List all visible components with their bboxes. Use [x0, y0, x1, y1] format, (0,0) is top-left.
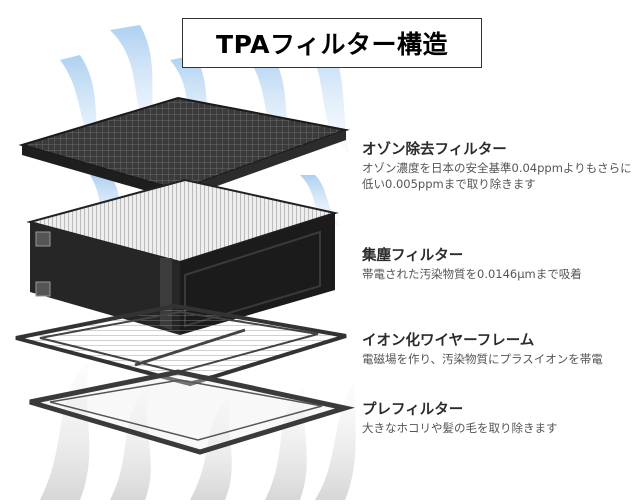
dust-filter-name: 集塵フィルター: [362, 248, 464, 264]
ion-wire-frame-name: イオン化ワイヤーフレーム: [362, 333, 535, 349]
label-ion-wire-frame: イオン化ワイヤーフレーム 電磁場を作り、汚染物質にプラスイオンを帯電: [362, 332, 632, 367]
label-pre-filter: プレフィルター 大きなホコリや髪の毛を取り除きます: [362, 401, 632, 436]
ozone-filter-description: オゾン濃度を日本の安全基準0.04ppmよりもさらに低い0.005ppmまで取り…: [362, 161, 632, 191]
label-ozone-filter: オゾン除去フィルター オゾン濃度を日本の安全基準0.04ppmよりもさらに低い0…: [362, 141, 632, 192]
ozone-filter-name: オゾン除去フィルター: [362, 142, 507, 158]
dust-filter-box: [26, 178, 339, 335]
pre-filter-description: 大きなホコリや髪の毛を取り除きます: [362, 421, 558, 435]
label-dust-filter: 集塵フィルター 帯電された汚染物質を0.0146μmまで吸着: [362, 247, 632, 282]
ion-wire-frame-description: 電磁場を作り、汚染物質にプラスイオンを帯電: [362, 352, 603, 366]
ozone-filter-panel: [18, 96, 350, 200]
pre-filter-frame: [29, 369, 355, 455]
pre-filter-name: プレフィルター: [362, 402, 464, 418]
diagram-title: TPAフィルター構造: [182, 18, 482, 68]
ion-wire-frame: [15, 303, 347, 387]
airflow-bottom: [40, 360, 356, 500]
dust-filter-description: 帯電された汚染物質を0.0146μmまで吸着: [362, 267, 582, 281]
